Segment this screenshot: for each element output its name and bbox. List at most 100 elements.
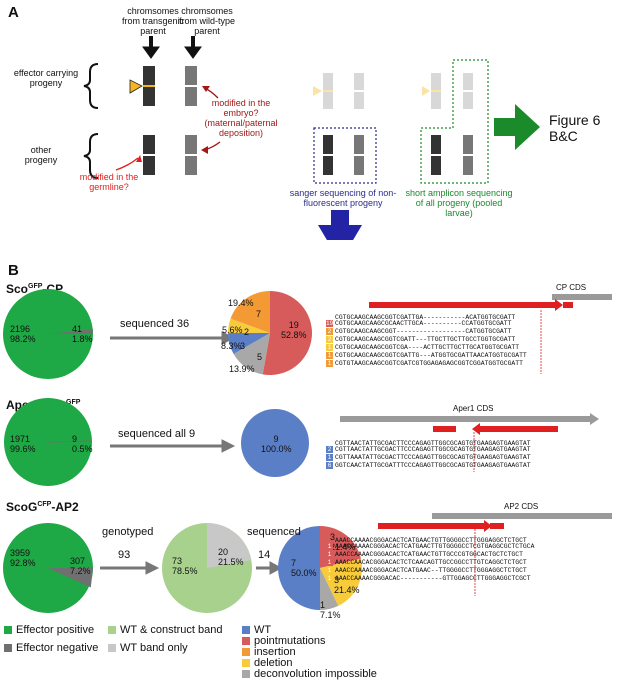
sgrna-arrow-icon <box>378 520 492 532</box>
sgrna-arrow-icon <box>472 423 558 435</box>
arrow-label: 93 <box>118 549 131 561</box>
count-badge: 19 <box>326 320 334 327</box>
brace-icon <box>83 63 99 109</box>
panel-a-letter: A <box>8 4 19 21</box>
arrow-label: sequenced 36 <box>120 318 190 330</box>
arrow-label: sequenced all 9 <box>118 428 196 440</box>
sequence-text: CGTGCAAGCAAGCGCAACTTGCA----------CCATGGT… <box>335 320 512 327</box>
legend-item: deletion <box>242 657 293 669</box>
note-germline: modified in the germline? <box>79 172 139 192</box>
sequence-text: CGTGTAAGCAAGCGGTCGATCGTGGAGAGAGCGGTCGGAT… <box>335 360 523 367</box>
count-badge <box>326 312 333 319</box>
cds-arrow-icon <box>340 413 599 425</box>
legend-item: WT <box>242 624 271 636</box>
count-badge: 1 <box>326 344 333 351</box>
sgrna-arrow-icon <box>433 426 456 432</box>
legend-item: Effector negative <box>4 642 98 654</box>
count-badge: 2 <box>326 446 333 453</box>
count-badge: 1 <box>326 454 333 461</box>
pie-slice-pointmutations <box>262 291 312 376</box>
count-badge: 1 <box>326 352 333 359</box>
arrow-label: 14 <box>258 549 271 561</box>
sequence-text: AAACCAACACGGGACACTCTCAACAGTTGCCGGCCTTGTC… <box>335 559 527 566</box>
panel-a-diagram <box>83 36 540 240</box>
figure-ref: Figure 6 B&C <box>549 112 601 144</box>
amplicon-label: short amplicon sequencing of all progeny… <box>405 188 513 218</box>
legend-item: deconvolution impossible <box>242 668 377 680</box>
cds-label: AP2 CDS <box>504 502 539 511</box>
legend-item: WT & construct band <box>108 624 223 636</box>
legend-item: pointmutations <box>242 635 326 647</box>
pie-label: 13.9% <box>229 364 255 374</box>
sequence-text: AAACCAAAACGGGACACTCATGAACTTGTGGGGCCTCGTG… <box>335 543 535 550</box>
legend-item: WT band only <box>108 642 188 654</box>
legend-swatch <box>108 644 116 653</box>
pie-label: 3 <box>240 341 246 351</box>
legend-swatch <box>242 637 250 646</box>
legend-swatch <box>242 626 250 635</box>
legend-item: Effector positive <box>4 624 94 636</box>
cds-label: CP CDS <box>556 283 587 292</box>
sequence-text: AAACCAAAACGGGACAC-----------GTTGGAGCCTTG… <box>335 575 531 582</box>
panel-b-letter: B <box>8 262 19 279</box>
pie-slice-deconvolution-impossible <box>233 333 270 375</box>
sequence-text: CGTGCAAGCAAGCGGTCGA----ACTTGCTTGCTTGCATG… <box>335 344 520 351</box>
sanger-label: sanger sequencing of non-fluorescent pro… <box>289 188 397 208</box>
sequence-text: AAACCAAAACGGGACACTCATGAAC--TTGGGGCCTTGGG… <box>335 567 527 574</box>
alignment-cp: CGTGCAAGCAAGCGGTCGATTGA-----------ACATGG… <box>326 312 527 368</box>
legend-swatch <box>242 670 250 679</box>
sgrna-arrow-icon <box>369 299 563 311</box>
blue-arrow-icon <box>318 210 362 240</box>
sequence-text: CGTGCAAGCAAGCGGTCGATTGA-----------ACATGG… <box>335 314 516 321</box>
sequence-text: AAACCAAAACGGGACACTCATGAACTGTTGGGGCCTTGGG… <box>335 537 527 544</box>
sequence-text: AAACCAAAACGGGACACTCATGAACTGTTGCCCGTGGCAC… <box>335 551 523 558</box>
sequence-text: CGTTAACTATTGCGACTTCCCAGAGTTGGCGCAGTGTGAA… <box>335 446 531 453</box>
note-embryo: modified in the embryo? (maternal/patern… <box>204 98 278 138</box>
sequence-row: AAACCAAAACGGGACACTCATGAACTGTTGGGGCCTTGGG… <box>326 535 534 544</box>
pie-slice-WT <box>278 526 320 610</box>
pie-label: 5.6% <box>222 325 243 335</box>
row-other-label: other progeny <box>24 145 58 165</box>
cds-bar <box>552 294 612 300</box>
count-badge: 1 <box>326 551 333 558</box>
brace-icon <box>83 133 99 179</box>
effector-triangle-icon <box>129 79 143 94</box>
sequence-row: CGTGCAAGCAAGCGGTCGATTGA-----------ACATGG… <box>326 312 527 321</box>
row-effector-label: effector carrying progeny <box>13 68 79 88</box>
sequence-text: GGTCAACTATTGCGATTTCCCAGAGTTGGCGCAGTGTGAA… <box>335 462 531 469</box>
legend-item: insertion <box>242 646 296 658</box>
sequence-text: CGTTAACTATTGCGACTTCCCAGAGTTGGCGCAGTGTGAA… <box>335 440 531 447</box>
pie-label: 2 <box>244 327 250 337</box>
down-arrow-icon <box>142 36 202 59</box>
pie-slice-WT <box>228 333 270 354</box>
pie-label: 7 <box>256 309 262 319</box>
sequence-text: CGTGCAAGCAAGCGGTCGATTG---ATGGTGCGATTAACA… <box>335 352 527 359</box>
pie-label: 19.4% <box>228 298 254 308</box>
sequence-text: CGTTAAATATTGCGACTTCCCAGAGTTGGCGCAGTGTGAA… <box>335 454 531 461</box>
count-badge <box>326 438 333 445</box>
red-arrow-icon <box>115 157 139 171</box>
